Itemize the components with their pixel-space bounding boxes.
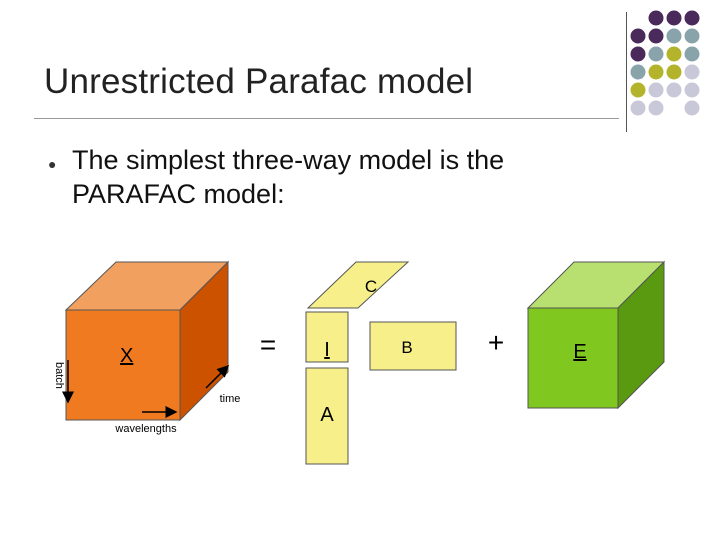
equals-sign: = [260,329,276,360]
bullet-text: The simplest three-way model is the PARA… [72,145,505,209]
residual-e-front-face [527,307,619,409]
title-underline [34,118,619,119]
plus-sign: + [488,327,504,358]
decorative-dot [684,64,700,80]
decorative-dot [684,28,700,44]
decorative-dot-grid [630,10,700,116]
decorative-dot [684,100,700,116]
decorative-dot [630,28,646,44]
tensor-x-cube [64,260,230,422]
decorative-dot [648,64,664,80]
decorative-dot [648,100,664,116]
vertical-divider [626,12,627,132]
decorative-dot [648,82,664,98]
decorative-dot [666,10,682,26]
decorative-dot [630,100,646,116]
factor-a-block [305,367,349,465]
tensor-x-label: X [120,345,133,367]
wavelengths-label: wavelengths [114,423,177,435]
core-i-label: I [324,339,330,361]
bullet-marker: ● [48,156,57,172]
residual-e-cube [526,260,666,410]
decorative-dot [648,46,664,62]
residual-e-label: E [573,341,586,363]
decorative-dot [666,64,682,80]
factor-b-block [369,321,457,371]
factor-c-label: C [365,277,377,296]
decorative-dot [666,46,682,62]
decorative-dot [666,82,682,98]
decorative-dot [648,10,664,26]
decorative-dot [648,28,664,44]
batch-label: batch [53,362,65,389]
decorative-dot [630,82,646,98]
factor-b-label: B [401,338,412,357]
decorative-dot [684,46,700,62]
slide-title: Unrestricted Parafac model [44,62,474,101]
decorative-dot [684,10,700,26]
time-label: time [220,393,241,405]
decorative-dot [666,28,682,44]
decorative-dot [684,82,700,98]
factor-c-parallelogram [306,261,410,309]
core-i-block [305,311,349,363]
decorative-dot [630,64,646,80]
factor-a-label: A [320,404,334,426]
time-arrow [205,364,230,389]
tensor-x-front-face [65,309,181,421]
decorative-dot [630,46,646,62]
